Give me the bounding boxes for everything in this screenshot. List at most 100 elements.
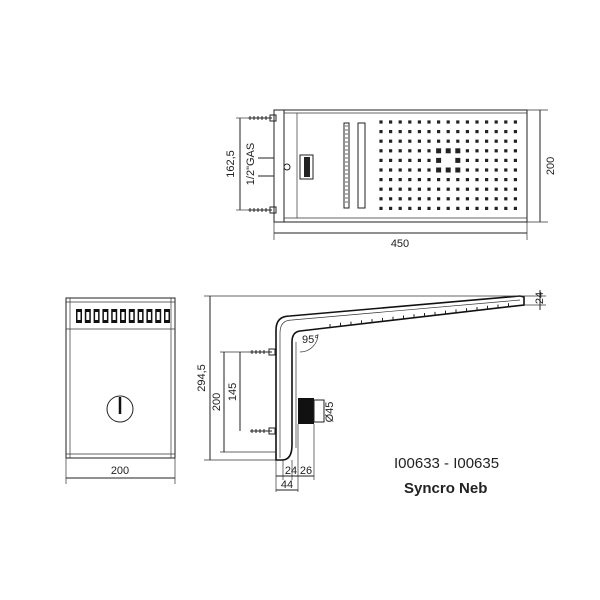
nozzle — [456, 120, 460, 124]
nozzle — [408, 168, 412, 172]
side-screw-lower — [250, 427, 276, 435]
product-name: Syncro Neb — [404, 480, 487, 497]
nozzle — [389, 120, 393, 124]
nozzle — [465, 187, 469, 191]
center-nozzle — [445, 148, 451, 154]
nozzle — [475, 130, 479, 134]
dim-thread: 1/2"GAS — [245, 143, 257, 185]
nozzle — [417, 197, 421, 201]
front-body — [65, 297, 176, 459]
nozzle — [398, 120, 402, 124]
nozzle — [513, 158, 517, 162]
nozzle — [408, 197, 412, 201]
nozzle — [494, 158, 498, 162]
nozzle — [398, 158, 402, 162]
dim-top-offset: 162,5 — [225, 150, 237, 178]
nozzle — [494, 197, 498, 201]
nozzle — [427, 178, 431, 182]
wall-connector — [298, 398, 325, 424]
nozzle — [437, 130, 441, 134]
nozzle — [389, 206, 393, 210]
nozzle — [494, 178, 498, 182]
nozzle — [504, 206, 508, 210]
center-nozzle — [445, 167, 451, 173]
nozzle — [485, 158, 489, 162]
angle-arc — [299, 333, 319, 353]
nozzle — [513, 187, 517, 191]
nozzle — [494, 206, 498, 210]
cascade-slot-right — [357, 122, 366, 209]
nozzle — [417, 139, 421, 143]
nozzle — [446, 187, 450, 191]
top-screw-upper — [248, 114, 277, 122]
side-view: 95° Ø45 294,5 200 145 — [196, 290, 546, 492]
nozzle — [485, 168, 489, 172]
nozzle — [379, 130, 383, 134]
nozzle — [465, 158, 469, 162]
nozzle-grid — [379, 120, 517, 210]
nozzle — [398, 187, 402, 191]
nozzle — [504, 197, 508, 201]
nozzle — [504, 120, 508, 124]
nozzle — [417, 178, 421, 182]
center-nozzle — [436, 167, 442, 173]
nozzle — [389, 187, 393, 191]
nozzle — [417, 149, 421, 153]
nozzle — [465, 120, 469, 124]
nozzle — [513, 206, 517, 210]
center-nozzle — [455, 148, 461, 154]
nozzle — [408, 206, 412, 210]
nozzle — [408, 120, 412, 124]
nozzle — [513, 139, 517, 143]
nozzle — [427, 120, 431, 124]
nozzle — [437, 197, 441, 201]
nozzle — [408, 158, 412, 162]
nozzle — [513, 178, 517, 182]
nozzle — [379, 120, 383, 124]
top-screw-lower — [248, 206, 277, 214]
top-connector — [299, 154, 314, 180]
nozzle — [485, 139, 489, 143]
nozzle — [408, 139, 412, 143]
nozzle — [485, 206, 489, 210]
nozzle — [437, 187, 441, 191]
nozzle — [504, 130, 508, 134]
nozzle — [485, 178, 489, 182]
nozzle — [427, 130, 431, 134]
nozzle — [504, 158, 508, 162]
nozzle — [475, 187, 479, 191]
nozzle — [513, 130, 517, 134]
nozzle — [389, 178, 393, 182]
dim-front-width: 200 — [111, 465, 129, 477]
nozzle — [398, 178, 402, 182]
side-screw-upper — [250, 348, 276, 356]
nozzle — [456, 206, 460, 210]
nozzle — [465, 149, 469, 153]
nozzle — [379, 197, 383, 201]
nozzle — [465, 206, 469, 210]
dim-side-total-height: 294,5 — [196, 364, 208, 392]
nozzle — [379, 187, 383, 191]
nozzle — [465, 197, 469, 201]
nozzle — [379, 139, 383, 143]
nozzle — [456, 197, 460, 201]
nozzle — [456, 139, 460, 143]
dim-side-fixing-inner: 145 — [227, 383, 239, 401]
nozzle — [504, 139, 508, 143]
nozzle — [437, 206, 441, 210]
dim-bottom-c: 44 — [281, 479, 293, 491]
nozzle — [398, 139, 402, 143]
nozzle — [504, 168, 508, 172]
nozzle — [389, 149, 393, 153]
dim-bottom-a: 24 — [285, 465, 297, 477]
product-code: I00633 - I00635 — [394, 455, 499, 472]
top-view: 450 200 162,5 1/2"GAS — [225, 109, 557, 250]
nozzle — [513, 168, 517, 172]
nozzle — [389, 130, 393, 134]
nozzle — [465, 178, 469, 182]
nozzle — [437, 178, 441, 182]
nozzle — [389, 168, 393, 172]
nozzle — [494, 187, 498, 191]
nozzle — [408, 187, 412, 191]
